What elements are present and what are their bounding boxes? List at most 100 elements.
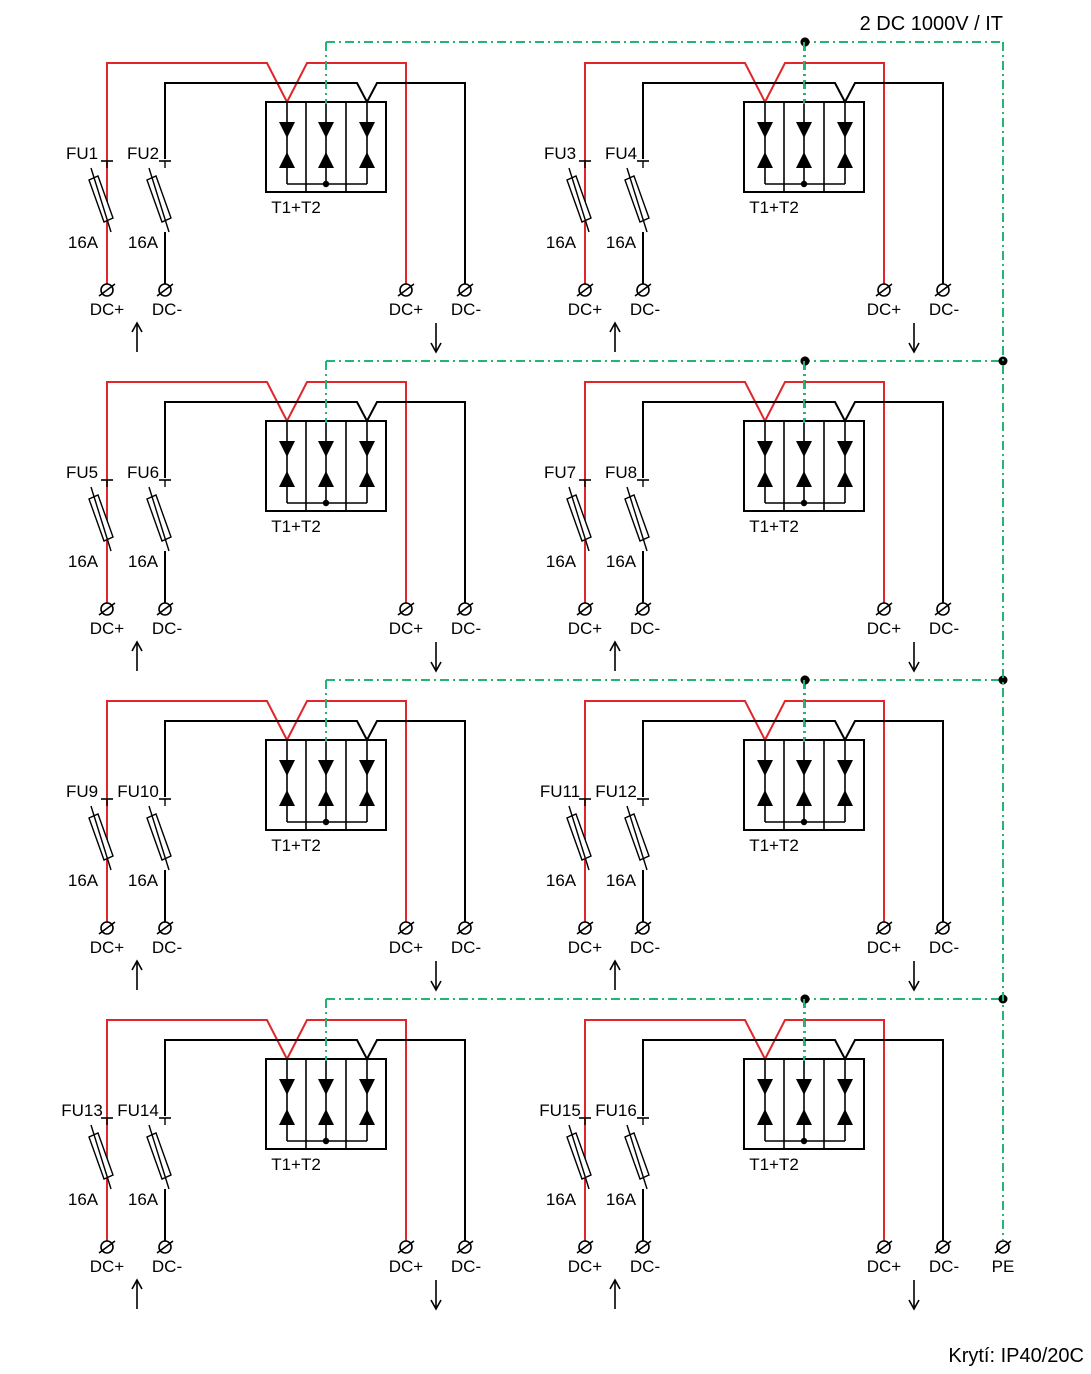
spd-varistor-arrow [279, 760, 295, 776]
surge-protector-box [265, 999, 387, 1150]
spd-label: T1+T2 [749, 517, 799, 536]
fuse-negative [624, 1124, 650, 1190]
spd-varistor-arrow [279, 790, 295, 806]
pe-terminal-symbol [994, 1240, 1012, 1254]
spd-varistor-arrow [837, 1079, 853, 1095]
terminal-label-out-positive: DC+ [389, 619, 424, 638]
terminal-out-positive [397, 921, 415, 935]
system-label: 2 DC 1000V / IT [860, 13, 1003, 35]
output-arrow-down [908, 961, 920, 992]
spd-varistor-arrow [359, 1109, 375, 1125]
terminal-in-positive [576, 921, 594, 935]
fuse-rating-positive: 16A [68, 552, 99, 571]
fuse-negative [624, 167, 650, 233]
terminal-out-positive [875, 283, 893, 297]
surge-protector-box [743, 361, 865, 512]
terminal-label-in-negative: DC- [152, 938, 182, 957]
spd-varistor-arrow [757, 471, 773, 487]
fuse-positive [88, 805, 114, 871]
terminal-out-negative [456, 602, 474, 616]
terminal-out-negative [934, 602, 952, 616]
spd-varistor-arrow [796, 471, 812, 487]
spd-varistor-arrow [837, 122, 853, 138]
fuse-rating-positive: 16A [546, 871, 577, 890]
terminal-label-in-negative: DC- [152, 619, 182, 638]
terminal-label-out-negative: DC- [451, 300, 481, 319]
terminal-label-out-negative: DC- [451, 619, 481, 638]
terminal-in-negative [634, 602, 652, 616]
fuse-label-negative: FU12 [595, 782, 637, 801]
spd-varistor-arrow [318, 152, 334, 168]
spd-varistor-arrow [359, 152, 375, 168]
fuse-negative [624, 486, 650, 552]
spd-varistor-arrow [796, 1109, 812, 1125]
terminal-label-out-positive: DC+ [389, 300, 424, 319]
terminal-label-in-negative: DC- [630, 300, 660, 319]
spd-varistor-arrow [837, 1109, 853, 1125]
spd-varistor-arrow [796, 152, 812, 168]
pe-terminal-label: PE [992, 1257, 1015, 1276]
spd-varistor-arrow [757, 1109, 773, 1125]
pe-bus [326, 37, 1008, 1240]
spd-varistor-arrow [318, 1079, 334, 1095]
fuse-positive [566, 805, 592, 871]
fuse-label-positive: FU5 [66, 463, 98, 482]
spd-varistor-arrow [796, 122, 812, 138]
terminal-label-in-negative: DC- [630, 1257, 660, 1276]
terminal-label-in-positive: DC+ [568, 938, 603, 957]
terminal-out-negative [456, 283, 474, 297]
spd-varistor-arrow [837, 471, 853, 487]
terminal-out-positive [397, 1240, 415, 1254]
terminal-label-out-positive: DC+ [867, 619, 902, 638]
input-arrow-up [609, 959, 621, 990]
spd-label: T1+T2 [749, 198, 799, 217]
spd-varistor-arrow [837, 441, 853, 457]
spd-varistor-arrow [796, 760, 812, 776]
fuse-rating-negative: 16A [606, 871, 637, 890]
terminal-in-negative [156, 602, 174, 616]
fuse-negative [146, 1124, 172, 1190]
spd-varistor-arrow [837, 760, 853, 776]
spd-varistor-arrow [757, 441, 773, 457]
surge-protector-box [265, 361, 387, 512]
spd-varistor-arrow [796, 1079, 812, 1095]
fuse-negative [146, 167, 172, 233]
surge-protector-box [743, 42, 865, 193]
fuse-rating-negative: 16A [128, 1190, 159, 1209]
fuse-rating-negative: 16A [128, 552, 159, 571]
terminal-out-positive [875, 1240, 893, 1254]
fuse-negative [146, 805, 172, 871]
spd-varistor-arrow [279, 441, 295, 457]
spd-varistor-arrow [318, 790, 334, 806]
fuse-label-negative: FU10 [117, 782, 159, 801]
spd-junction-dot [800, 818, 808, 826]
terminal-in-negative [156, 283, 174, 297]
terminal-label-out-negative: DC- [929, 619, 959, 638]
spd-varistor-arrow [757, 152, 773, 168]
surge-protector-box [265, 42, 387, 193]
fuse-rating-positive: 16A [546, 552, 577, 571]
output-arrow-down [430, 642, 442, 673]
terminal-label-in-positive: DC+ [568, 619, 603, 638]
spd-varistor-arrow [279, 1109, 295, 1125]
terminal-label-out-negative: DC- [929, 1257, 959, 1276]
terminal-in-positive [576, 602, 594, 616]
spd-varistor-arrow [318, 760, 334, 776]
spd-junction-dot [800, 499, 808, 507]
fuse-negative [146, 486, 172, 552]
spd-varistor-arrow [279, 1079, 295, 1095]
spd-label: T1+T2 [271, 198, 321, 217]
fuse-positive [566, 486, 592, 552]
spd-varistor-arrow [359, 471, 375, 487]
spd-varistor-arrow [359, 790, 375, 806]
input-arrow-up [131, 321, 143, 352]
input-arrow-up [609, 321, 621, 352]
fuse-positive [88, 167, 114, 233]
fuse-rating-positive: 16A [68, 871, 99, 890]
